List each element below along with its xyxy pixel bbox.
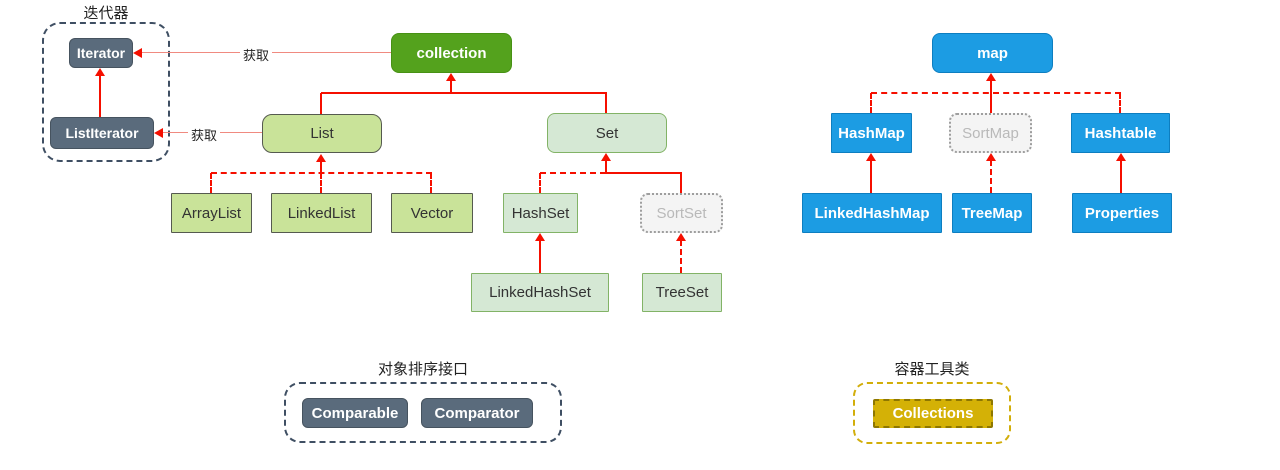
arrowhead-up-hashmap: [866, 153, 876, 161]
edge-label-acquire-top: 获取: [240, 45, 273, 64]
edge-hashtable-up: [1119, 93, 1121, 113]
edge-to-collection: [450, 80, 452, 93]
edge-sortset-up: [680, 173, 682, 193]
edge-properties-to-hashtable: [1120, 160, 1122, 193]
node-linkedlist: LinkedList: [271, 193, 372, 233]
arrowhead-up-hashtable: [1116, 153, 1126, 161]
node-linkedhashmap: LinkedHashMap: [802, 193, 942, 233]
edge-sortmap-to-map: [990, 80, 992, 113]
node-treeset: TreeSet: [642, 273, 722, 312]
node-collections: Collections: [873, 399, 993, 428]
node-arraylist: ArrayList: [171, 193, 252, 233]
node-list: List: [262, 114, 382, 153]
node-collection: collection: [391, 33, 512, 73]
edge-treemap-to-sortmap: [990, 160, 992, 193]
arrowhead-up-sortset: [676, 233, 686, 241]
edge-hashset-up: [539, 173, 541, 193]
edge-arraylist-up: [210, 173, 212, 193]
node-comparator: Comparator: [421, 398, 533, 428]
node-comparable: Comparable: [302, 398, 408, 428]
arrowhead-up-sortmap: [986, 153, 996, 161]
edge-vector-up: [430, 173, 432, 193]
edge-hashset-horizontal-dashed: [540, 172, 606, 174]
edge-label-acquire-bottom: 获取: [188, 125, 221, 144]
edge-to-list: [320, 161, 322, 173]
node-listiterator: ListIterator: [50, 117, 154, 149]
node-sortmap: SortMap: [949, 113, 1032, 153]
edge-linkedlist-up: [320, 173, 322, 193]
arrowhead-left-iterator: [133, 48, 142, 58]
edge-sortset-horizontal-solid: [605, 172, 682, 174]
arrowhead-up-iterator: [95, 68, 105, 76]
arrowhead-up-collection: [446, 73, 456, 81]
node-vector: Vector: [391, 193, 473, 233]
edge-listset-junction-horizontal: [321, 92, 607, 94]
node-set: Set: [547, 113, 667, 153]
arrowhead-up-map: [986, 73, 996, 81]
node-treemap: TreeMap: [952, 193, 1032, 233]
node-hashset: HashSet: [503, 193, 578, 233]
node-iterator: Iterator: [69, 38, 133, 68]
node-hashtable: Hashtable: [1071, 113, 1170, 153]
edge-hashmap-up: [870, 93, 872, 113]
sorting-group-frame: [284, 382, 562, 443]
node-hashmap: HashMap: [831, 113, 912, 153]
edge-to-set: [605, 160, 607, 173]
arrowhead-left-listiterator: [154, 128, 163, 138]
edge-linkedhashset-to-hashset: [539, 240, 541, 273]
sorting-group-title: 对象排序接口: [377, 361, 468, 378]
edge-map-children-horizontal: [871, 92, 1121, 94]
arrowhead-up-hashset: [535, 233, 545, 241]
iterator-group-frame: [42, 22, 170, 162]
node-linkedhashset: LinkedHashSet: [471, 273, 609, 312]
edge-list-up: [320, 93, 322, 114]
arrowhead-up-set: [601, 153, 611, 161]
node-map: map: [932, 33, 1053, 73]
edge-treeset-to-sortset: [680, 240, 682, 273]
edge-listiterator-to-iterator: [99, 75, 101, 117]
node-properties: Properties: [1072, 193, 1172, 233]
utility-group-frame: [853, 382, 1011, 444]
utility-group-title: 容器工具类: [894, 361, 970, 378]
arrowhead-up-list: [316, 154, 326, 162]
edge-set-up: [605, 93, 607, 113]
node-sortset: SortSet: [640, 193, 723, 233]
iterator-group-title: 迭代器: [83, 5, 129, 22]
edge-linkedhashmap-to-hashmap: [870, 160, 872, 193]
